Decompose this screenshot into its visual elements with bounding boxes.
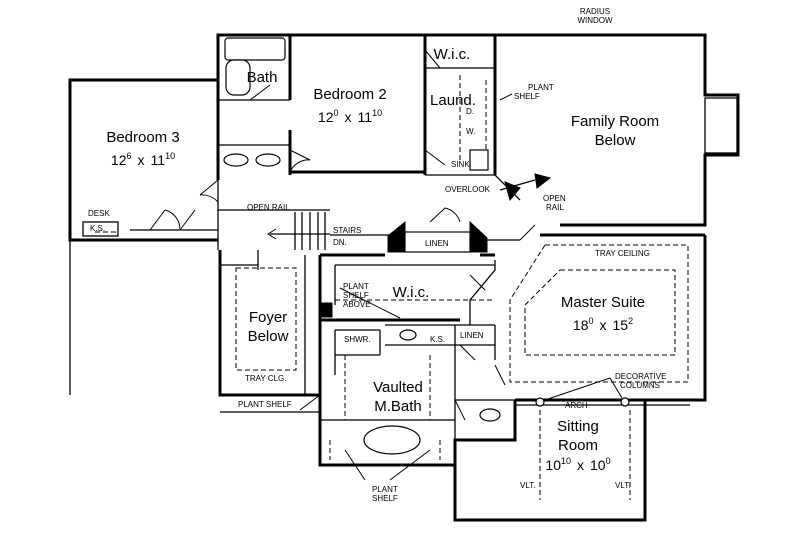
- plant-shelf-bottom-label: PLANT SHELF: [238, 400, 292, 409]
- svg-text:Room: Room: [558, 437, 598, 454]
- open-rail-label: OPEN RAIL: [247, 203, 290, 212]
- tray-clg-label: TRAY CLG.: [245, 374, 287, 383]
- room-name: Bedroom 3: [106, 129, 179, 146]
- bath-fixtures: [223, 37, 630, 455]
- room-family: Family Room Below: [571, 113, 659, 149]
- plant-shelf-above-label: PLANT: [343, 282, 369, 291]
- annotations: RADIUS WINDOW PLANT SHELF D. W. SINK OVE…: [88, 7, 666, 503]
- mbath-plant-shelf-label: PLANT: [372, 485, 398, 494]
- linen-bath-label: LINEN: [460, 331, 484, 340]
- vault-right-label: VLT.: [615, 481, 630, 490]
- washer-label: W.: [466, 127, 475, 136]
- knee-space-label: K.S.: [90, 224, 105, 233]
- sink-label: SINK: [451, 160, 470, 169]
- dryer-label: D.: [466, 107, 474, 116]
- decorative-columns-label-2: COLUMNS: [620, 381, 660, 390]
- wall-pier: [319, 302, 333, 318]
- interior-walls: [130, 35, 705, 465]
- shower-label: SHWR.: [344, 335, 371, 344]
- svg-text:Below: Below: [248, 328, 289, 345]
- desk-knee-space: [82, 221, 119, 237]
- open-rail-right-label-2: RAIL: [546, 203, 564, 212]
- doors: [149, 49, 536, 421]
- linen-top-label: LINEN: [425, 239, 449, 248]
- svg-text:Vaulted: Vaulted: [373, 379, 423, 396]
- svg-text:Family Room: Family Room: [571, 113, 659, 130]
- room-name: Bedroom 2: [313, 86, 386, 103]
- radius-window-label-2: WINDOW: [577, 16, 613, 25]
- stairs: [217, 210, 330, 250]
- knee-space-bath-label: K.S.: [430, 335, 445, 344]
- plant-shelf-label: PLANT: [528, 83, 554, 92]
- svg-text:Foyer: Foyer: [249, 309, 287, 326]
- leader-lines: [339, 93, 623, 481]
- radius-window-label: RADIUS: [580, 7, 610, 16]
- vault-left-label: VLT.: [520, 481, 535, 490]
- desk-label: DESK: [88, 209, 110, 218]
- family-room-bay: [704, 97, 738, 154]
- svg-text:M.Bath: M.Bath: [374, 398, 422, 415]
- room-master-bath: Vaulted M.Bath: [373, 379, 423, 415]
- room-bath: Bath: [247, 69, 278, 86]
- decorative-columns-label: DECORATIVE: [615, 372, 666, 381]
- room-laundry: Laund.: [430, 92, 476, 109]
- mbath-plant-shelf-label-2: SHELF: [372, 494, 398, 503]
- svg-text:Below: Below: [595, 132, 636, 149]
- tray-ceiling-label: TRAY CEILING: [595, 249, 650, 258]
- room-name: Master Suite: [561, 294, 645, 311]
- plant-shelf-label-2: SHELF: [514, 92, 540, 101]
- arch-label: ARCH: [565, 401, 588, 410]
- stairs-down-label: DN.: [333, 238, 347, 247]
- overlook-label: OVERLOOK: [445, 185, 491, 194]
- room-foyer: Foyer Below: [248, 309, 289, 345]
- stairs-label: STAIRS: [333, 226, 361, 235]
- open-rail-right-label: OPEN: [543, 194, 566, 203]
- linen-closet-top: [387, 220, 488, 253]
- svg-text:Sitting: Sitting: [557, 418, 599, 435]
- overlook-arrow-icon: [499, 173, 552, 202]
- plant-shelf-above-label-3: ABOVE: [343, 300, 371, 309]
- plant-shelf-above-label-2: SHELF: [343, 291, 369, 300]
- room-wic-top: W.i.c.: [434, 46, 471, 63]
- room-master-wic: W.i.c.: [393, 284, 430, 301]
